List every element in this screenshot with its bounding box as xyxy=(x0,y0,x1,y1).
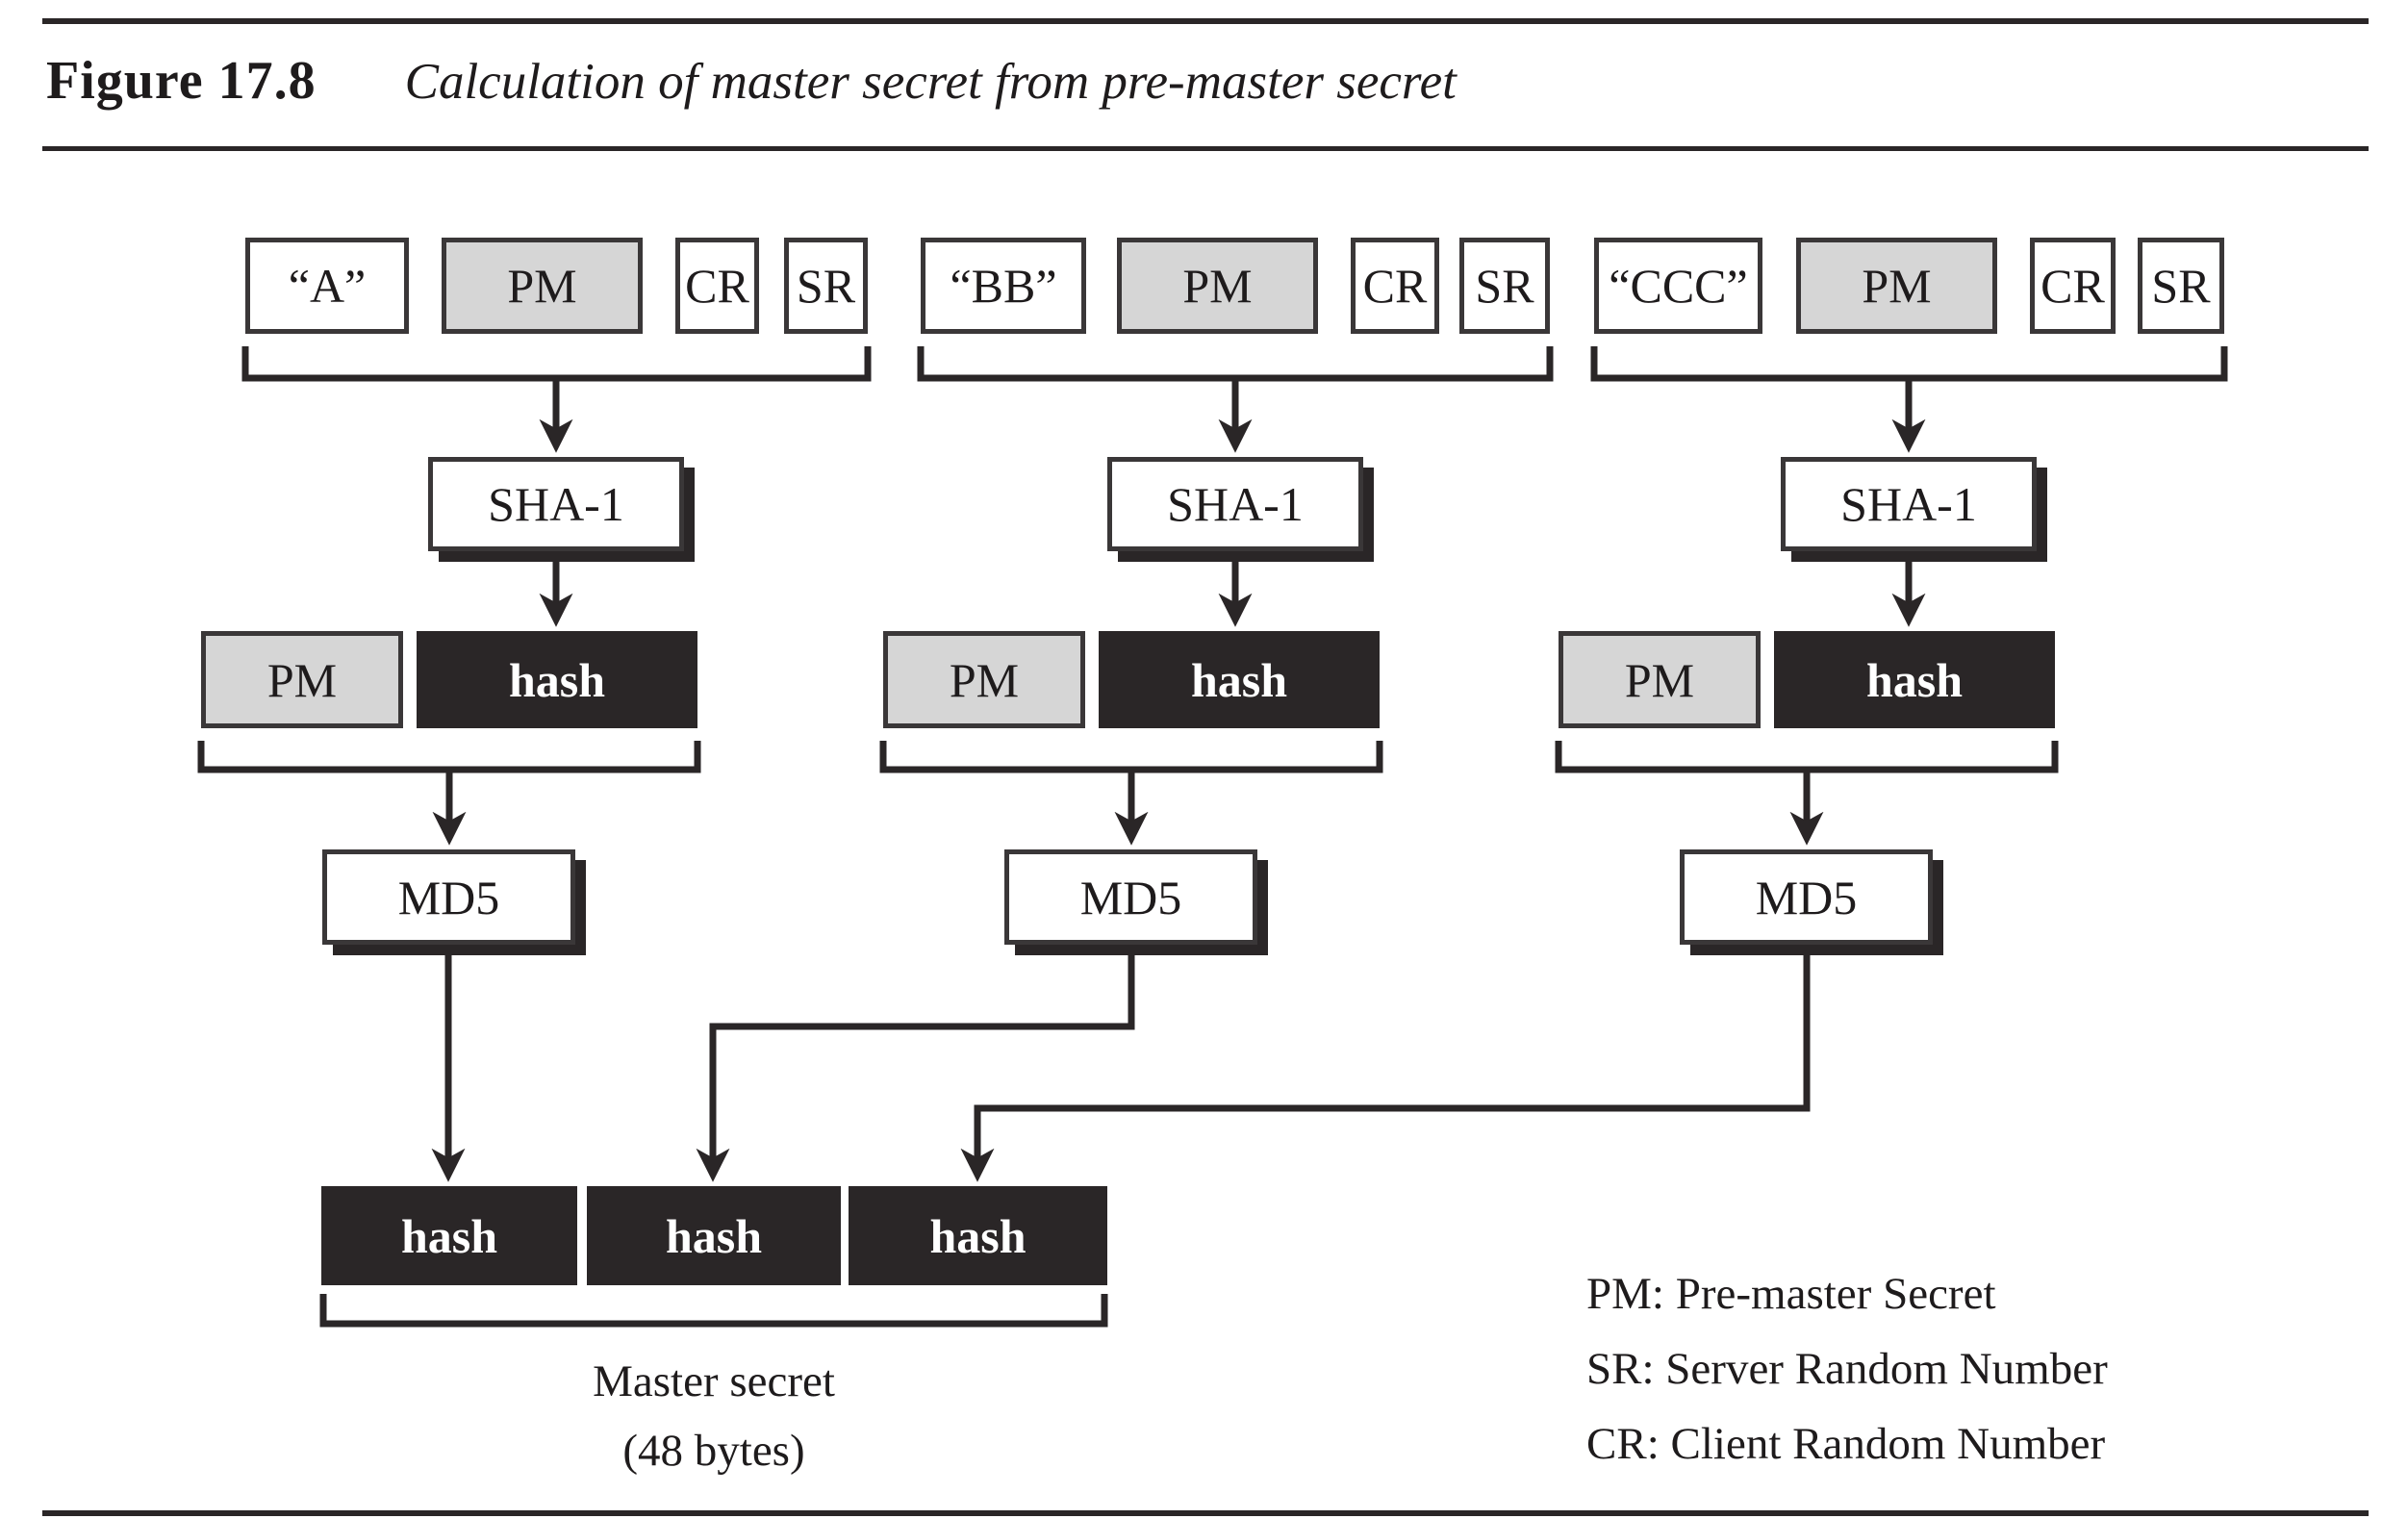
legend-sr: SR: Server Random Number xyxy=(1586,1344,2108,1394)
master-secret-caption: Master secret (48 bytes) xyxy=(377,1347,1051,1485)
connector-md5-3 xyxy=(960,943,1811,1182)
input-sr-box-1: SR xyxy=(784,238,868,334)
input-pm-box-2: PM xyxy=(1117,238,1318,334)
master-hash-block-2: hash xyxy=(587,1186,841,1285)
input-label-box-2: “BB” xyxy=(921,238,1086,334)
figure-number: Figure 17.8 xyxy=(46,51,317,111)
hash-box-2: hash xyxy=(1099,631,1380,728)
pm-box-2: PM xyxy=(883,631,1085,728)
input-label-box-3: “CCC” xyxy=(1594,238,1762,334)
top-rule xyxy=(42,18,2369,24)
bracket-master-secret xyxy=(319,1294,1108,1328)
bracket-inputs-3 xyxy=(1590,346,2228,382)
figure-title: Figure 17.8 Calculation of master secret… xyxy=(46,50,1457,112)
sha1-box-1: SHA-1 xyxy=(428,457,684,551)
bracket-inputs-1 xyxy=(241,346,872,382)
figure-caption: Calculation of master secret from pre-ma… xyxy=(404,54,1457,110)
input-cr-box-1: CR xyxy=(675,238,759,334)
title-divider-rule xyxy=(42,146,2369,151)
input-pm-box-3: PM xyxy=(1796,238,1997,334)
legend-cr: CR: Client Random Number xyxy=(1586,1419,2106,1469)
sha1-box-2: SHA-1 xyxy=(1107,457,1363,551)
pm-box-1: PM xyxy=(201,631,403,728)
hash-box-1: hash xyxy=(417,631,697,728)
legend-pm: PM: Pre-master Secret xyxy=(1586,1269,1996,1319)
master-hash-block-1: hash xyxy=(321,1186,577,1285)
bottom-rule xyxy=(42,1510,2369,1516)
bracket-pmhash-3 xyxy=(1555,741,2059,773)
md5-box-3: MD5 xyxy=(1680,849,1933,945)
input-sr-box-3: SR xyxy=(2138,238,2224,334)
input-sr-box-2: SR xyxy=(1459,238,1550,334)
master-secret-caption-line2: (48 bytes) xyxy=(622,1426,805,1476)
input-pm-box-1: PM xyxy=(442,238,643,334)
bracket-pmhash-2 xyxy=(879,741,1383,773)
bracket-pmhash-1 xyxy=(197,741,701,773)
md5-box-1: MD5 xyxy=(322,849,575,945)
md5-box-2: MD5 xyxy=(1004,849,1257,945)
master-hash-block-3: hash xyxy=(849,1186,1107,1285)
input-cr-box-3: CR xyxy=(2030,238,2116,334)
pm-box-3: PM xyxy=(1559,631,1761,728)
hash-box-3: hash xyxy=(1774,631,2055,728)
legend: PM: Pre-master Secret SR: Server Random … xyxy=(1586,1256,2108,1481)
connector-md5-2 xyxy=(696,943,1135,1182)
input-label-box-1: “A” xyxy=(245,238,409,334)
sha1-box-3: SHA-1 xyxy=(1781,457,2037,551)
bracket-inputs-2 xyxy=(917,346,1554,382)
master-secret-caption-line1: Master secret xyxy=(593,1356,835,1406)
input-cr-box-2: CR xyxy=(1351,238,1439,334)
